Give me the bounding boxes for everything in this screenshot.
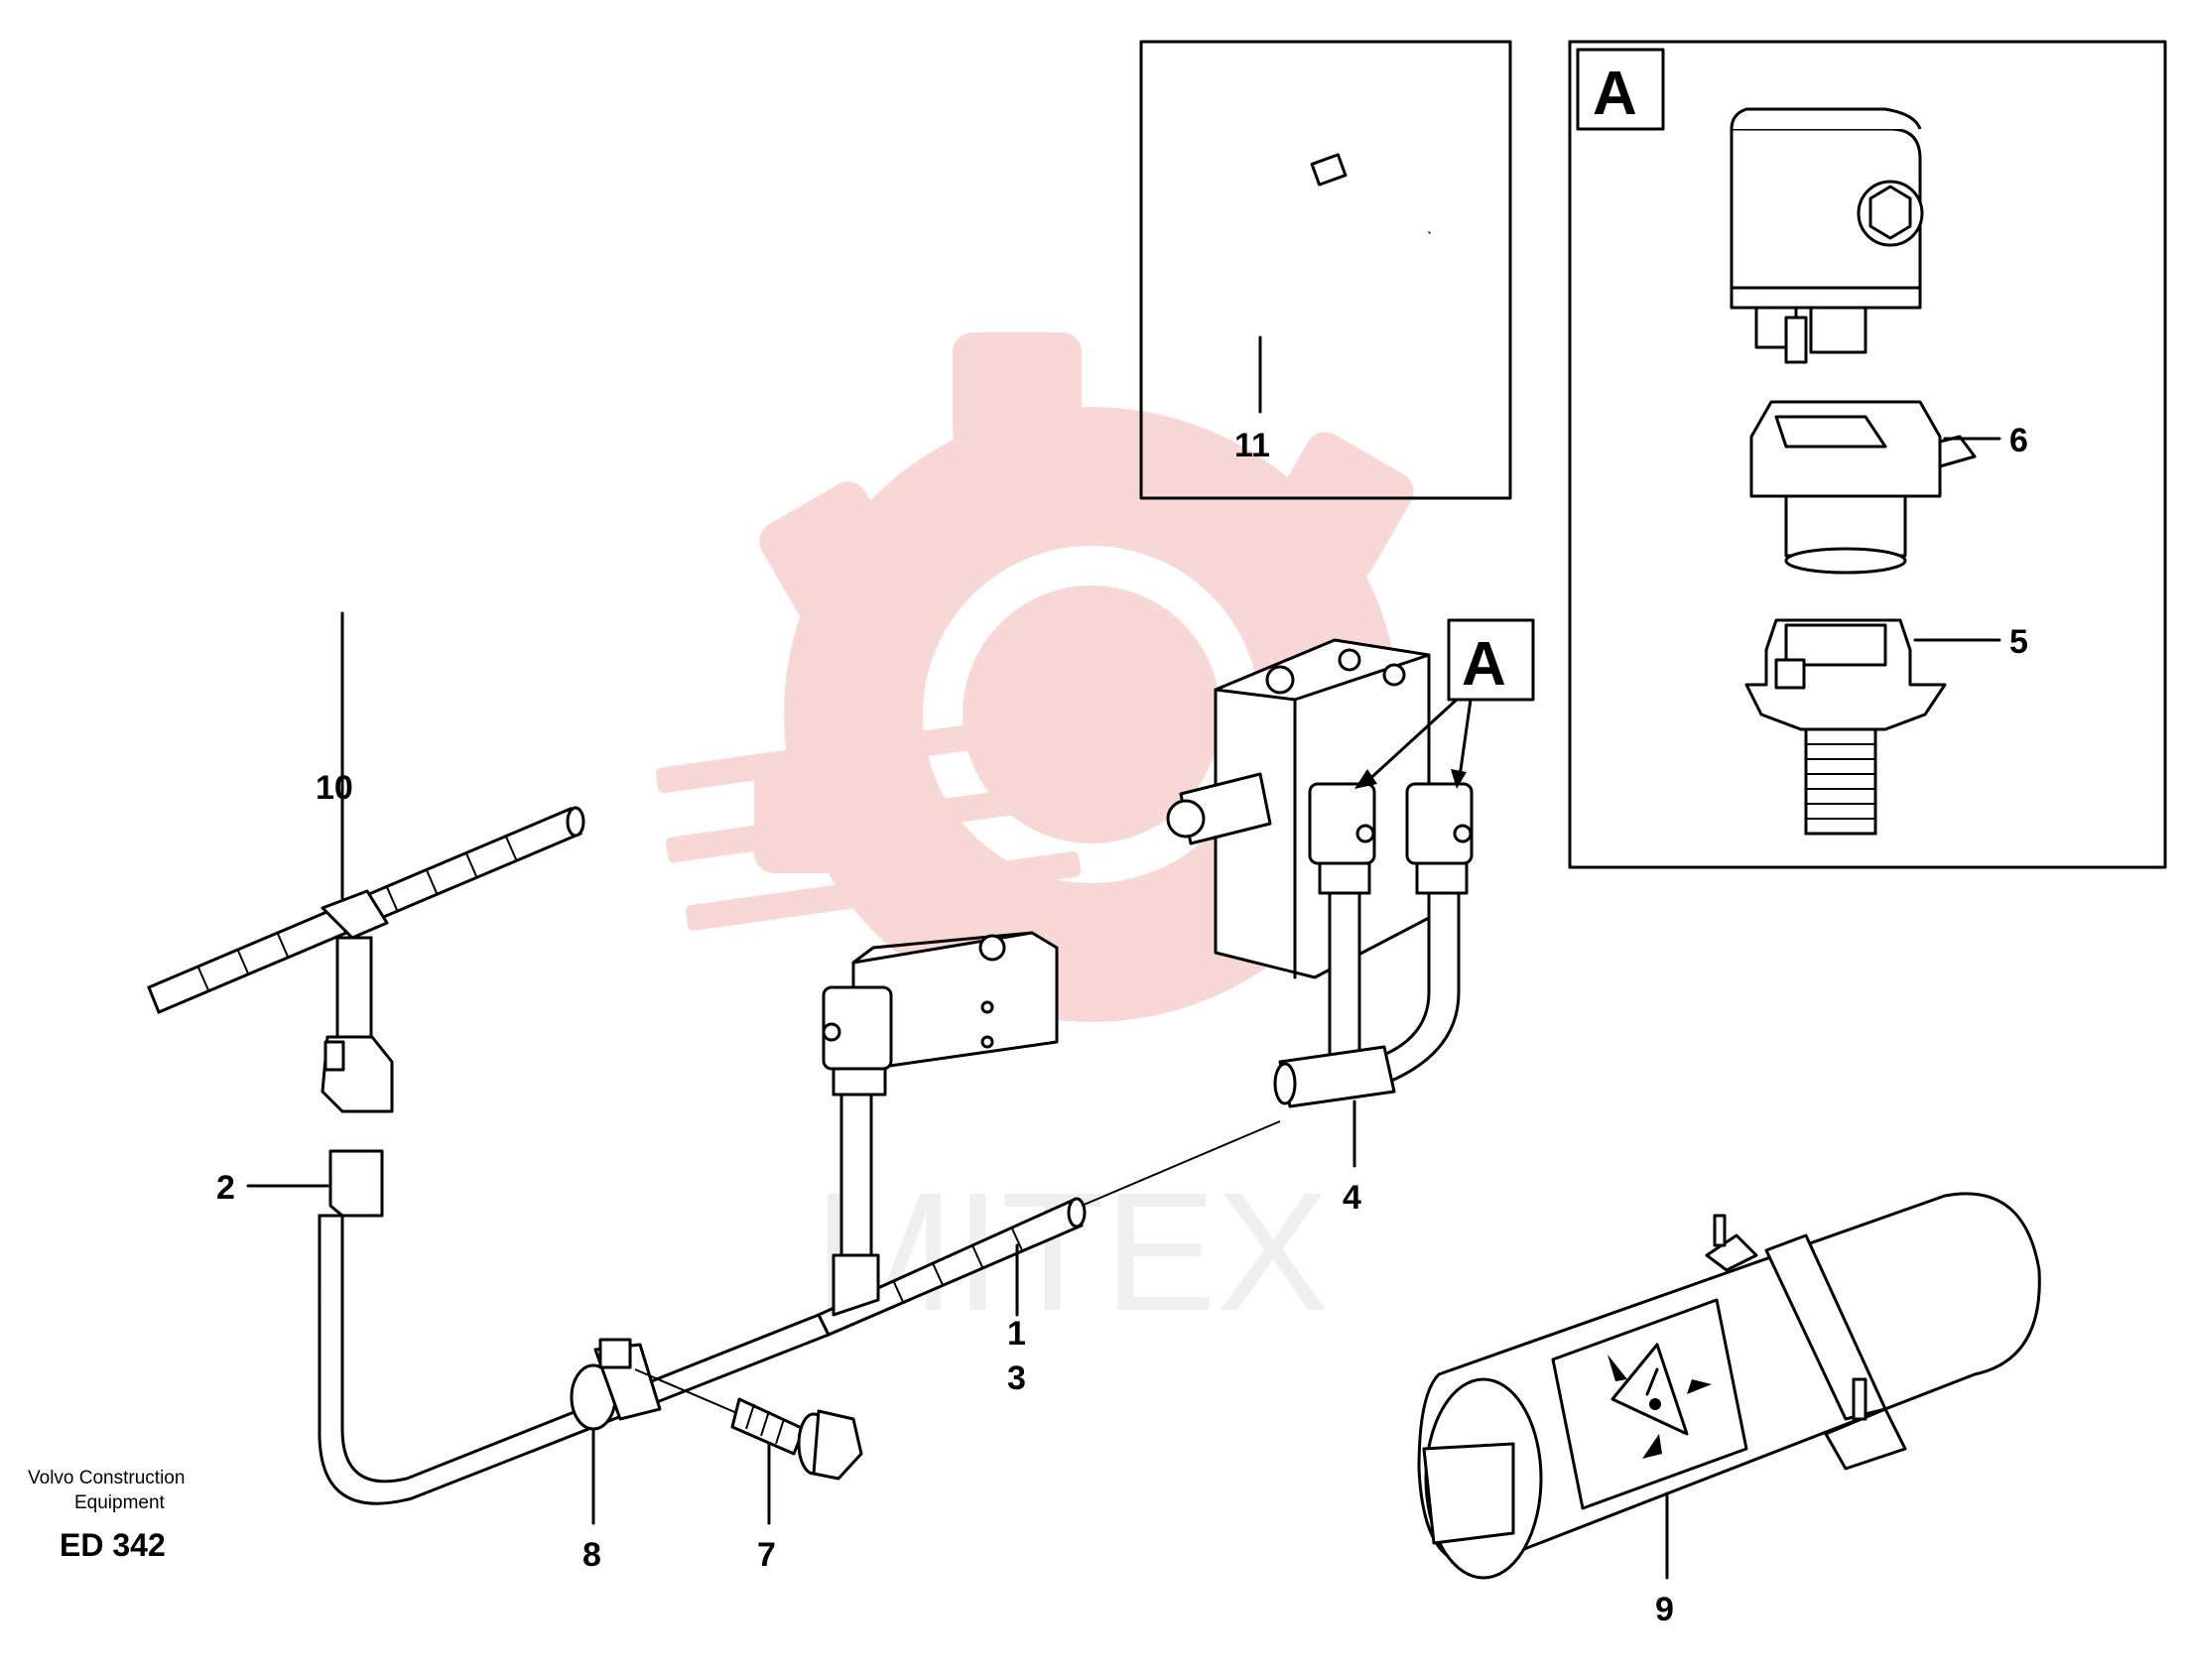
- branch-drop-icon: [318, 936, 832, 1505]
- cable-tie-icon: [1223, 153, 1432, 347]
- callout-4: 4: [1343, 1179, 1361, 1217]
- detail-a-tag: A: [1593, 60, 1637, 128]
- screw-icon: [634, 1368, 863, 1481]
- solenoid-coil-icon: [1730, 107, 1924, 364]
- callout-6: 6: [2009, 422, 2028, 459]
- callout-3: 3: [1007, 1359, 1026, 1397]
- warning-label: [1551, 1298, 1748, 1510]
- callout-1: 1: [1007, 1315, 1026, 1353]
- tee-fitting-icon: [1273, 1045, 1396, 1108]
- callout-5: 5: [2009, 623, 2028, 661]
- company-name-line2: Equipment: [74, 1492, 166, 1513]
- solenoid-coil-icon-4: [1377, 782, 1474, 1084]
- company-name-line1: Volvo Construction: [28, 1468, 185, 1488]
- solenoid-coil-icon-2: [822, 985, 893, 1317]
- callout-2: 2: [216, 1169, 235, 1207]
- plug-connector-icon: [1744, 618, 1947, 836]
- main-conduit-icon: [147, 806, 585, 1014]
- harness-conduit-icon: [816, 1120, 1281, 1337]
- callout-7: 7: [757, 1536, 776, 1574]
- clamp-icon: [570, 1338, 662, 1431]
- callout-10: 10: [316, 769, 353, 807]
- watermark-text: MITEX: [814, 1158, 1329, 1347]
- cable-tie-detail-box: 11: [1139, 40, 1512, 500]
- detail-a-reference-tag: A: [1462, 630, 1506, 699]
- detail-a-box: A 6: [1568, 40, 2167, 869]
- connector-housing-icon: [1749, 400, 1977, 575]
- callout-8: 8: [582, 1536, 601, 1574]
- canister-component-icon: [1417, 1192, 2041, 1580]
- figure-code: ED 342: [60, 1527, 166, 1563]
- callout-9: 9: [1655, 1591, 1674, 1628]
- callout-11: 11: [1234, 427, 1270, 464]
